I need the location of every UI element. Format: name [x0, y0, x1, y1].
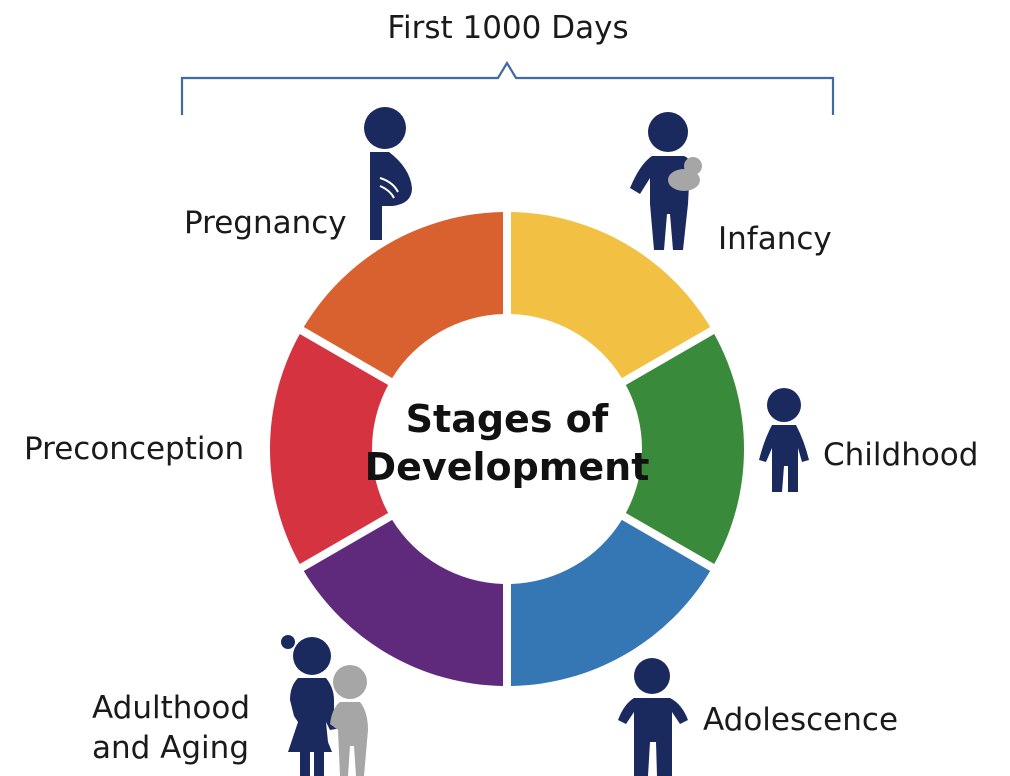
center-title-line-1: Stages of — [406, 397, 609, 441]
development-ring — [269, 212, 745, 686]
center-title-line-2: Development — [365, 445, 650, 489]
parent-with-infant-icon — [630, 112, 702, 250]
segment-adolescence — [511, 519, 711, 686]
segment-childhood — [625, 333, 745, 565]
adolescent-icon — [618, 658, 688, 776]
pregnant-woman-icon — [364, 107, 412, 240]
label-preconception: Preconception — [24, 431, 244, 467]
child-icon — [759, 388, 809, 492]
segment-adulthood — [303, 519, 503, 686]
first-1000-days-title: First 1000 Days — [387, 10, 628, 46]
label-childhood: Childhood — [823, 437, 978, 473]
label-infancy: Infancy — [718, 221, 832, 257]
label-adolescence: Adolescence — [703, 702, 898, 738]
adult-with-elder-icon — [281, 635, 368, 776]
first-1000-days-bracket — [180, 60, 835, 115]
label-adulthood-line-2: and Aging — [92, 730, 249, 766]
label-adulthood-line-1: Adulthood — [92, 690, 250, 726]
label-pregnancy: Pregnancy — [184, 205, 347, 241]
segment-infancy — [511, 212, 711, 379]
segment-preconception — [269, 333, 389, 565]
segment-pregnancy — [303, 212, 503, 379]
